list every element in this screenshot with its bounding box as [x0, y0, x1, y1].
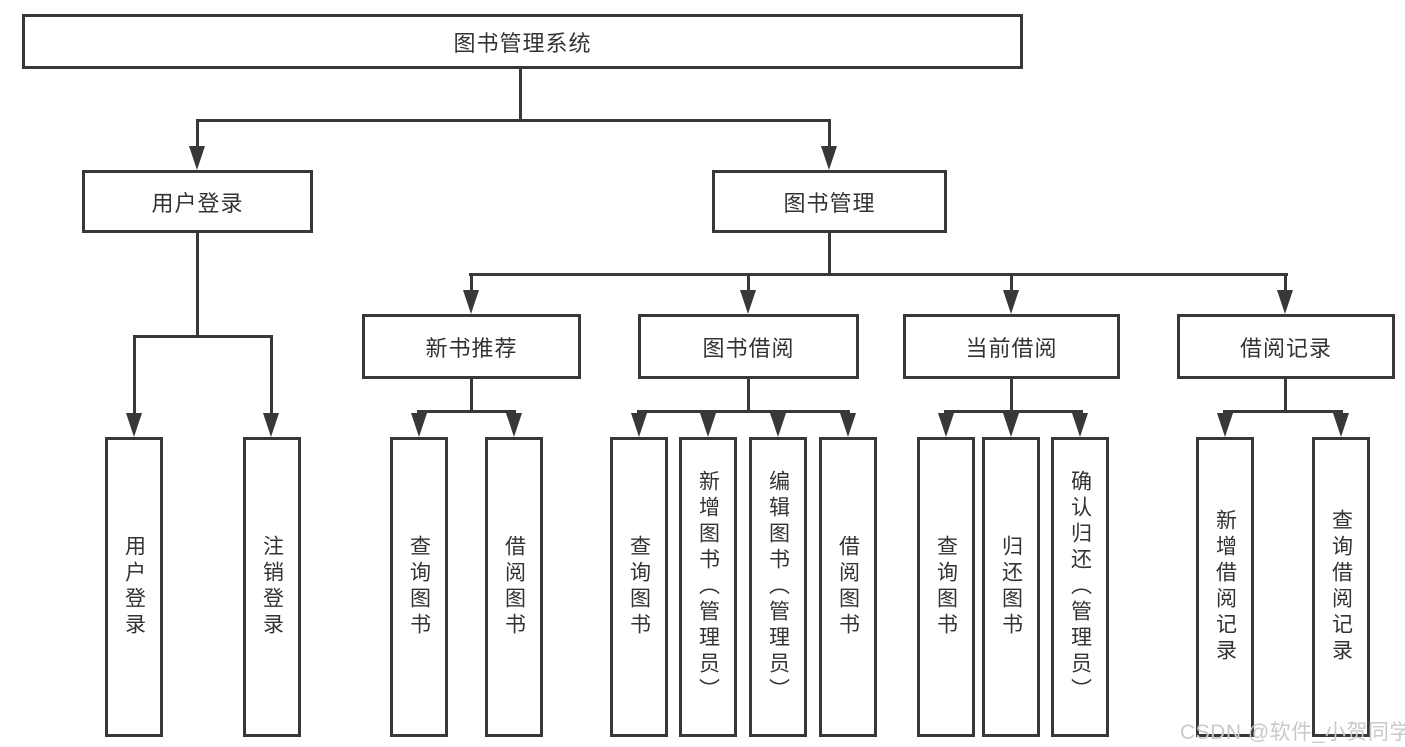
arrowhead-current-borrow — [1003, 290, 1019, 314]
arrowhead-bb-add — [700, 413, 716, 437]
node-root-label: 图书管理系统 — [453, 30, 592, 56]
leaf-bb-add-books-admin-label: 新增图书（管理员） — [696, 470, 720, 704]
csdn-watermark: CSDN @软件_小贺同学 — [1180, 721, 1405, 744]
leaf-bb-add-books-admin: 新增图书（管理员） — [679, 437, 737, 737]
arrowhead-cb-return — [1003, 413, 1019, 437]
connector-root-to-user-login — [196, 119, 199, 146]
node-book-borrow-label: 图书借阅 — [702, 335, 795, 361]
leaf-cb-query-books: 查询图书 — [917, 437, 975, 737]
connector-book-management-drop — [828, 233, 831, 276]
connector-cb-drop — [1010, 379, 1013, 413]
leaf-bb-borrow-books: 借阅图书 — [819, 437, 877, 737]
connector-user-login-drop — [196, 233, 199, 338]
leaf-bb-edit-books-admin-label: 编辑图书（管理员） — [766, 470, 790, 704]
connector-nb-drop — [470, 379, 473, 413]
arrowhead-new-book-recommend — [463, 290, 479, 314]
leaf-br-add-record-label: 新增借阅记录 — [1213, 509, 1237, 665]
arrowhead-leaf-user-login — [126, 413, 142, 437]
connector-to-borrow-records — [1284, 273, 1287, 290]
connector-br-bar — [1223, 410, 1343, 413]
leaf-nb-query-books-label: 查询图书 — [407, 535, 431, 639]
leaf-cb-confirm-return-admin: 确认归还（管理员） — [1051, 437, 1109, 737]
leaf-cb-query-books-label: 查询图书 — [934, 535, 958, 639]
node-new-book-recommend: 新书推荐 — [362, 314, 581, 379]
connector-root-bar — [196, 119, 831, 122]
leaf-nb-query-books: 查询图书 — [390, 437, 448, 737]
leaf-bb-borrow-books-label: 借阅图书 — [836, 535, 860, 639]
arrowhead-book-borrow — [740, 290, 756, 314]
arrowhead-bb-edit — [770, 413, 786, 437]
connector-bb-drop — [747, 379, 750, 413]
node-borrow-records: 借阅记录 — [1177, 314, 1395, 379]
connector-nb-bar — [417, 410, 516, 413]
connector-to-book-borrow — [747, 273, 750, 290]
leaf-nb-borrow-books: 借阅图书 — [485, 437, 543, 737]
connector-root-drop — [519, 69, 522, 122]
connector-to-new-book-recommend — [470, 273, 473, 290]
connector-to-leaf-logout — [270, 335, 273, 413]
connector-to-leaf-user-login — [133, 335, 136, 413]
connector-to-current-borrow — [1010, 273, 1013, 290]
arrowhead-bb-query — [631, 413, 647, 437]
arrowhead-br-query — [1333, 413, 1349, 437]
leaf-bb-query-books-label: 查询图书 — [627, 535, 651, 639]
arrowhead-book-management — [821, 146, 837, 170]
node-book-management: 图书管理 — [712, 170, 947, 233]
node-book-borrow: 图书借阅 — [638, 314, 859, 379]
arrowhead-nb-borrow — [506, 413, 522, 437]
node-book-management-label: 图书管理 — [783, 190, 876, 216]
leaf-br-add-record: 新增借阅记录 — [1196, 437, 1254, 737]
arrowhead-cb-query — [938, 413, 954, 437]
node-current-borrow-label: 当前借阅 — [965, 335, 1058, 361]
connector-user-login-bar — [133, 335, 273, 338]
arrowhead-nb-query — [411, 413, 427, 437]
arrowhead-borrow-records — [1277, 290, 1293, 314]
arrowhead-leaf-logout — [263, 413, 279, 437]
node-user-login: 用户登录 — [82, 170, 313, 233]
connector-book-management-bar — [469, 273, 1288, 276]
node-new-book-recommend-label: 新书推荐 — [425, 335, 518, 361]
leaf-bb-query-books: 查询图书 — [610, 437, 668, 737]
leaf-cb-return-books-label: 归还图书 — [999, 535, 1023, 639]
connector-root-to-book-management — [828, 119, 831, 146]
node-borrow-records-label: 借阅记录 — [1239, 335, 1332, 361]
arrowhead-bb-borrow — [840, 413, 856, 437]
connector-bb-bar — [637, 410, 850, 413]
arrowhead-br-add — [1217, 413, 1233, 437]
connector-cb-bar — [944, 410, 1083, 413]
leaf-user-login-label: 用户登录 — [122, 535, 146, 639]
leaf-cb-return-books: 归还图书 — [982, 437, 1040, 737]
node-user-login-label: 用户登录 — [151, 190, 244, 216]
leaf-cb-confirm-return-admin-label: 确认归还（管理员） — [1068, 470, 1092, 704]
leaf-user-login: 用户登录 — [105, 437, 163, 737]
node-root: 图书管理系统 — [22, 14, 1023, 69]
leaf-logout: 注销登录 — [243, 437, 301, 737]
node-current-borrow: 当前借阅 — [903, 314, 1120, 379]
leaf-br-query-record: 查询借阅记录 — [1312, 437, 1370, 737]
connector-br-drop — [1284, 379, 1287, 413]
leaf-br-query-record-label: 查询借阅记录 — [1329, 509, 1353, 665]
arrowhead-cb-confirm — [1072, 413, 1088, 437]
arrowhead-user-login — [189, 146, 205, 170]
leaf-nb-borrow-books-label: 借阅图书 — [502, 535, 526, 639]
leaf-logout-label: 注销登录 — [260, 535, 284, 639]
leaf-bb-edit-books-admin: 编辑图书（管理员） — [749, 437, 807, 737]
